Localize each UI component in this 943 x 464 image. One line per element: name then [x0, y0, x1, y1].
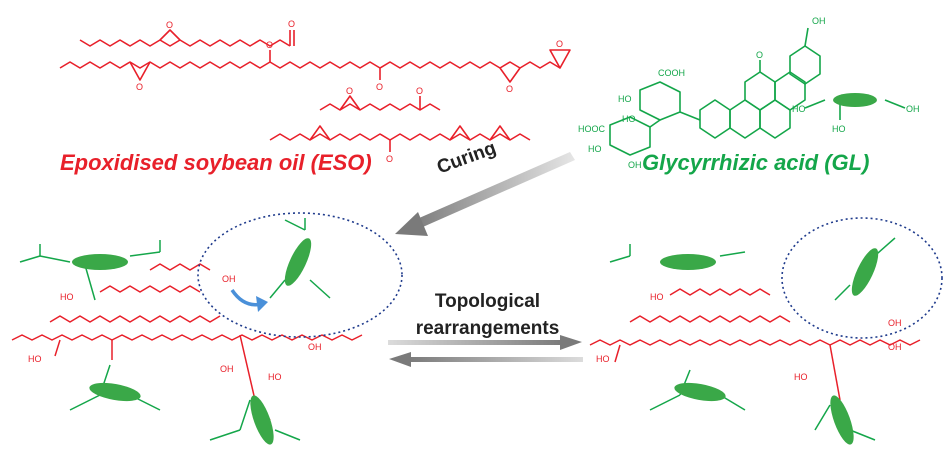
- hydroxyl-group: OH: [220, 364, 234, 374]
- hydroxyl-group: HO: [794, 372, 808, 382]
- topo-line-1: Topological: [434, 291, 541, 312]
- hydroxyl-group: OH: [906, 104, 920, 114]
- hydroxyl-group: HO: [588, 144, 602, 154]
- hydroxyl-group: OH: [308, 342, 322, 352]
- hydroxyl-group: HO: [596, 354, 610, 364]
- hydroxyl-group: HO: [618, 94, 632, 104]
- gl-core-ellipse: [851, 248, 879, 296]
- oxygen-atom: O: [288, 19, 295, 29]
- eso-chain-4: [269, 133, 531, 141]
- gl-core-ellipse: [284, 238, 312, 286]
- oxygen-atom: O: [386, 154, 393, 164]
- eso-chain-2: [59, 61, 561, 69]
- carboxyl-group: COOH: [658, 68, 685, 78]
- gl-structure: [609, 27, 906, 156]
- gl-core-ellipse: [250, 395, 274, 445]
- gl-core-ellipse: [674, 382, 726, 402]
- hydroxyl-group: OH: [888, 342, 902, 352]
- epoxide-ring: [159, 29, 181, 41]
- eso-structure: [59, 29, 571, 152]
- equilibrium-arrows: [388, 335, 583, 367]
- forward-arrow: [388, 340, 563, 345]
- hydroxyl-group: OH: [812, 16, 826, 26]
- gl-core-ellipse: [72, 254, 128, 270]
- curing-arrow: [395, 152, 575, 236]
- gl-label: Glycyrrhizic acid (GL): [642, 150, 870, 175]
- gl-core-ellipse: [833, 93, 877, 107]
- topological-rearrangements-label: Topological rearrangements: [400, 288, 575, 342]
- oxygen-atom: O: [166, 20, 173, 30]
- gl-core-ellipse: [660, 254, 716, 270]
- hydroxyl-group: OH: [222, 274, 236, 284]
- eso-label: Epoxidised soybean oil (ESO): [60, 150, 372, 175]
- hydroxyl-group: HO: [792, 104, 806, 114]
- reaction-site-ellipse: [781, 217, 943, 339]
- carboxyl-group: HOOC: [578, 124, 606, 134]
- reaction-site-ellipse: [197, 212, 403, 338]
- oxygen-atom: O: [346, 86, 353, 96]
- oxygen-atom: O: [506, 84, 513, 94]
- hydroxyl-group: HO: [832, 124, 846, 134]
- eso-chain-1: [79, 39, 291, 47]
- reverse-arrow: [408, 357, 583, 362]
- cured-network-right: HO HO OH OH HO: [589, 217, 943, 445]
- oxygen-atom: O: [756, 50, 763, 60]
- hydroxyl-group: HO: [650, 292, 664, 302]
- eso-chain-3: [319, 103, 441, 111]
- hydroxyl-group: OH: [888, 318, 902, 328]
- topo-line-2: rearrangements: [415, 318, 560, 339]
- oxygen-atom: O: [266, 40, 273, 50]
- cured-network-left: OH HO HO OH OH HO: [11, 212, 403, 445]
- oxygen-atom: O: [556, 39, 563, 49]
- hydroxyl-group: HO: [28, 354, 42, 364]
- hydroxyl-group: OH: [628, 160, 642, 170]
- oxygen-atom: O: [136, 82, 143, 92]
- hydroxyl-group: HO: [622, 114, 636, 124]
- gl-core-ellipse: [830, 395, 854, 445]
- oxygen-atom: O: [416, 86, 423, 96]
- gl-atom-labels: OH O COOH HO HO HOOC HO OH HO OH HO: [578, 16, 920, 170]
- eso-oxygen-labels: O O O O O O O O O O: [136, 19, 563, 164]
- oxygen-atom: O: [376, 82, 383, 92]
- hydroxyl-group: HO: [268, 372, 282, 382]
- hydroxyl-group: HO: [60, 292, 74, 302]
- gl-core-ellipse: [89, 382, 141, 402]
